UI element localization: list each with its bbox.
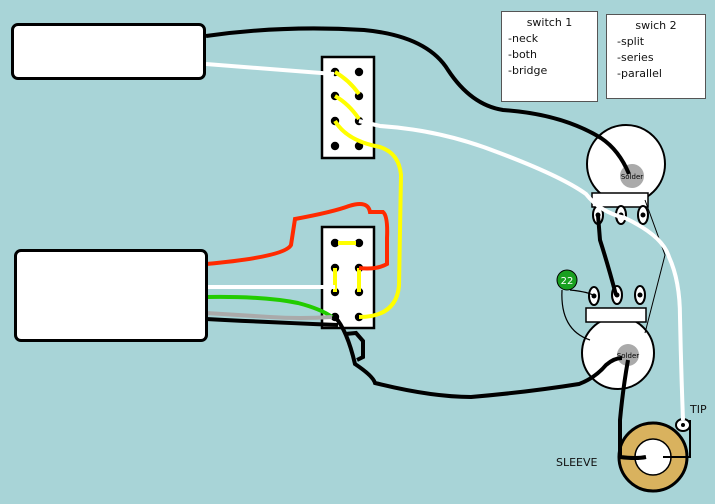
switch1-lug bbox=[330, 141, 340, 151]
black-wire bbox=[344, 330, 365, 362]
jack-sleeve-label: SLEEVE bbox=[556, 456, 598, 469]
legend-switch1: switch 1 -neck -both -bridge bbox=[501, 11, 598, 102]
switch2-lug bbox=[330, 238, 340, 248]
yellow-jumper bbox=[333, 119, 404, 319]
pickup-neck bbox=[11, 23, 206, 80]
green-wire bbox=[205, 294, 334, 319]
pot-tone-solder-label: Solder bbox=[617, 352, 639, 360]
legend-switch1-item: -neck bbox=[508, 32, 539, 45]
black-wire bbox=[205, 26, 631, 175]
pot-volume: Solder bbox=[586, 124, 666, 225]
volume-tone-link-wire bbox=[644, 199, 666, 334]
red-wire bbox=[205, 202, 390, 271]
gray-wire bbox=[205, 311, 333, 320]
legend-switch1-item: -bridge bbox=[508, 64, 548, 77]
white-wire bbox=[358, 119, 685, 421]
legend-switch1-title: switch 1 bbox=[526, 16, 573, 29]
black-wire bbox=[618, 359, 647, 460]
legend-switch2-title: swich 2 bbox=[635, 19, 677, 32]
capacitor-value: 22 bbox=[561, 276, 574, 287]
yellow-jumper bbox=[333, 94, 361, 121]
capacitor-lead bbox=[561, 289, 591, 341]
legend-switch2-item: -split bbox=[617, 35, 645, 48]
switch1-lug bbox=[354, 67, 364, 77]
capacitor-lead bbox=[569, 289, 595, 297]
legend-switch1-item: -both bbox=[508, 48, 537, 61]
pot-tone: Solder bbox=[581, 285, 655, 390]
black-wire bbox=[596, 214, 618, 296]
black-wire bbox=[333, 315, 623, 400]
capacitor bbox=[556, 269, 578, 291]
switch2-lug bbox=[354, 238, 364, 248]
output-jack bbox=[617, 418, 691, 493]
ground-wire bbox=[205, 62, 335, 76]
legend-switch2: swich 2 -split -series -parallel bbox=[606, 14, 706, 99]
black-ground-wire bbox=[205, 317, 339, 327]
legend-switch2-item: -series bbox=[617, 51, 654, 64]
pickup-bridge bbox=[14, 249, 208, 342]
pot-volume-solder-label: Solder bbox=[621, 173, 643, 181]
legend-switch2-item: -parallel bbox=[617, 67, 662, 80]
jack-tip-label: TIP bbox=[690, 403, 707, 416]
yellow-jumper bbox=[333, 70, 361, 96]
